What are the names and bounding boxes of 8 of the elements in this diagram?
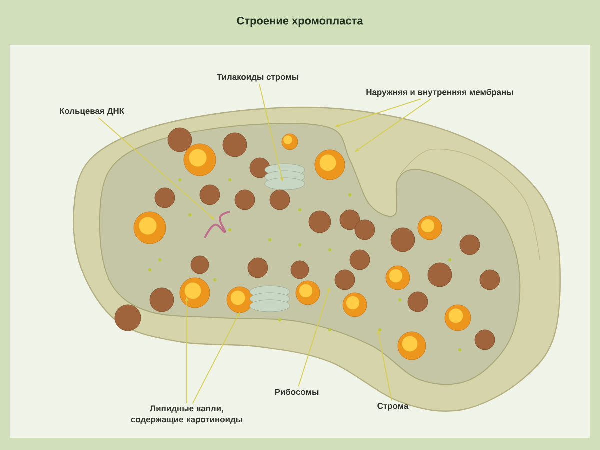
callout-label: Строма <box>378 403 409 411</box>
callout-label: Наружняя и внутренняя мембраны <box>366 89 514 97</box>
callout-label: Рибосомы <box>275 388 319 396</box>
title: Строение хромопласта <box>237 17 364 27</box>
callout-label: Липидные капли, содержащие каротиноиды <box>131 406 242 424</box>
leader-line <box>98 118 215 220</box>
callout-label: Тилакоиды стромы <box>217 74 299 82</box>
callout-label: Кольцевая ДНК <box>60 108 125 116</box>
